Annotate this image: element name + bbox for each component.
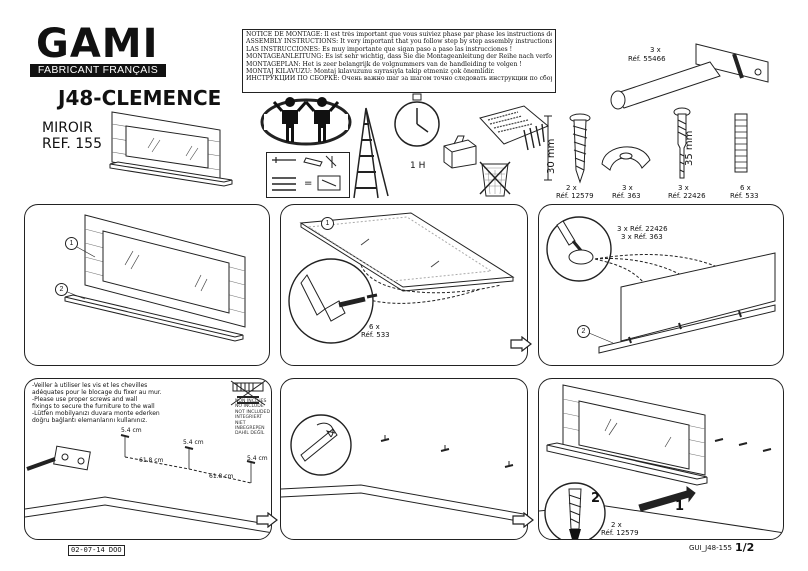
cam-bolt-illustration bbox=[673, 107, 691, 179]
part-bolt-ref: Réf. 22426 bbox=[668, 192, 706, 200]
two-persons-icon bbox=[260, 97, 352, 146]
notice-line-nl: MONTAGEPLAN: Het is zeer belangrijk de v… bbox=[246, 60, 522, 68]
part-bolt-qty: 3 x bbox=[678, 184, 689, 192]
step2-illustration bbox=[288, 212, 515, 344]
part-cam-ref: Réf. 363 bbox=[612, 192, 641, 200]
assembly-notice: NOTICE DE MONTAGE: Il est très important… bbox=[242, 29, 556, 93]
step-panel-4: 5.4 cm 5.4 cm 5.4 cm 61.8 cm 61.8 cm bbox=[24, 378, 272, 540]
not-included-nl: NIET INBEGREPEN bbox=[235, 420, 265, 432]
ladder-icon bbox=[353, 107, 389, 199]
stopwatch-icon bbox=[394, 93, 440, 147]
part-screw-qty: 2 x bbox=[566, 184, 577, 192]
screw-ref: Réf. 12579 bbox=[601, 529, 639, 537]
next-step-arrow-icon bbox=[256, 512, 278, 528]
step5-illustration bbox=[281, 414, 527, 524]
screw-qty: 2 x bbox=[611, 521, 622, 529]
hardware-not-included-note: NON INCLUES NO INCLUDE NOT INCLUDED INTE… bbox=[235, 399, 273, 437]
assembly-time-label: 1 H bbox=[410, 161, 426, 171]
part-dowel-qty: 6 x bbox=[740, 184, 751, 192]
warning-line-en-2: fixings to secure the furniture to the w… bbox=[32, 403, 155, 410]
toolbox-icon bbox=[443, 135, 477, 169]
step-number-2: 2 bbox=[591, 491, 601, 506]
next-step-arrow-icon bbox=[510, 336, 532, 352]
part-screw-length: 30 mm bbox=[546, 138, 557, 174]
not-included-en: NOT INCLUDED bbox=[235, 409, 270, 415]
svg-text:=: = bbox=[304, 178, 312, 189]
brand-logo: GAMI bbox=[36, 21, 159, 67]
next-step-arrow-icon bbox=[512, 512, 534, 528]
part-callout-1: 1 bbox=[321, 217, 334, 230]
recycle-bin-icon bbox=[479, 161, 511, 197]
step-number-1: 1 bbox=[675, 499, 685, 514]
instruction-sheets-icon bbox=[479, 105, 549, 151]
model-title: J48-CLEMENCE bbox=[58, 86, 222, 110]
mirror-overview-illustration bbox=[109, 111, 233, 187]
page-number: 1/2 bbox=[735, 541, 755, 554]
dowel-illustration bbox=[734, 113, 748, 173]
part-callout-2: 2 bbox=[577, 325, 590, 338]
step-panel-1: 1 2 bbox=[24, 204, 270, 366]
wall-fixing-warning: -Veiller à utiliser les vis et les chevi… bbox=[32, 382, 184, 424]
product-ref: REF. 155 bbox=[42, 136, 102, 152]
step6-illustration bbox=[539, 384, 783, 539]
dim-height-2: 5.4 cm bbox=[183, 439, 204, 446]
part-bracket-qty: 3 x bbox=[650, 46, 661, 54]
part-cam-qty: 3 x bbox=[622, 184, 633, 192]
cam-bolt-ref: 3 x Réf. 22426 bbox=[617, 225, 668, 233]
warning-line-fr-1: -Veiller à utiliser les vis et les chevi… bbox=[32, 382, 148, 389]
warning-line-tr-2: doğru bağlantı elemanlarını kullanınız. bbox=[32, 417, 148, 424]
warning-line-en-1: -Please use proper screws and wall bbox=[32, 396, 138, 403]
part-bracket-ref: Réf. 55466 bbox=[628, 55, 666, 63]
notice-line-de: MONTAGEANLEITUNG: Es ist sehr wichtig, d… bbox=[246, 53, 552, 61]
print-date: 02-07-14 DOO bbox=[68, 545, 125, 556]
part-dowel-ref: Réf. 533 bbox=[730, 192, 759, 200]
product-name: MIROIR bbox=[42, 120, 93, 136]
part-bolt-length: 35 mm bbox=[684, 130, 695, 166]
dim-width-2: 61.8 cm bbox=[209, 473, 234, 480]
document-ref: GUI_J48-155 bbox=[689, 544, 732, 552]
product-info: MIROIR REF. 155 bbox=[42, 120, 102, 152]
not-included-es: NO INCLUDE bbox=[235, 404, 264, 410]
notice-line-ru: ИНСТРУКЦИИ ПО СБОРКЕ: Очень важно шаг за… bbox=[246, 75, 552, 83]
notice-line-es: LAS INSTRUCCIONES: Es muy importante que… bbox=[246, 45, 513, 53]
dowel-qty: 6 x bbox=[369, 323, 380, 331]
part-callout-1: 1 bbox=[65, 237, 78, 250]
step-panel-2: 1 6 x Réf. 533 bbox=[280, 204, 528, 366]
notice-line-fr: NOTICE DE MONTAGE: Il est très important… bbox=[246, 31, 552, 38]
cam-lock-ref: 3 x Réf. 363 bbox=[621, 233, 663, 241]
step1-illustration bbox=[64, 214, 246, 342]
warning-line-tr-1: -Lütfen mobilyanızı duvara monte ederken bbox=[32, 410, 160, 417]
brand-tagline: FABRICANT FRANÇAIS bbox=[30, 64, 166, 77]
dim-width-1: 61.8 cm bbox=[139, 457, 164, 464]
dim-height-1: 5.4 cm bbox=[121, 427, 142, 434]
not-included-fr: NON INCLUES bbox=[235, 399, 267, 404]
warning-line-fr-2: adéquates pour le blocage du fixer au mu… bbox=[32, 389, 162, 396]
not-included-tr: DAHİL DEĞİL bbox=[235, 431, 265, 437]
step3-illustration bbox=[546, 216, 776, 354]
step4-illustration bbox=[25, 380, 271, 534]
part-callout-2: 2 bbox=[55, 283, 68, 296]
not-included-de: INTEGRIERT bbox=[235, 415, 263, 421]
part-screw-ref: Réf. 12579 bbox=[556, 192, 594, 200]
step-panel-5 bbox=[280, 378, 528, 540]
dim-height-3: 5.4 cm bbox=[247, 455, 268, 462]
dowel-ref: Réf. 533 bbox=[361, 331, 390, 339]
notice-line-en: ASSEMBLY INSTRUCTIONS: It very important… bbox=[246, 38, 552, 46]
step-panel-3: 3 x Réf. 22426 3 x Réf. 363 2 bbox=[538, 204, 784, 366]
tools-required-icon: = bbox=[266, 152, 350, 198]
cam-lock-illustration bbox=[601, 146, 651, 171]
screw-30mm-illustration bbox=[544, 113, 591, 184]
step-panel-6: 2 1 2 x Réf. 12579 bbox=[538, 378, 784, 540]
bracket-part-illustration bbox=[610, 43, 769, 110]
notice-line-tr: MONTAJ KILAVUZU: Montaj kılavuzunu sıyra… bbox=[246, 68, 495, 76]
